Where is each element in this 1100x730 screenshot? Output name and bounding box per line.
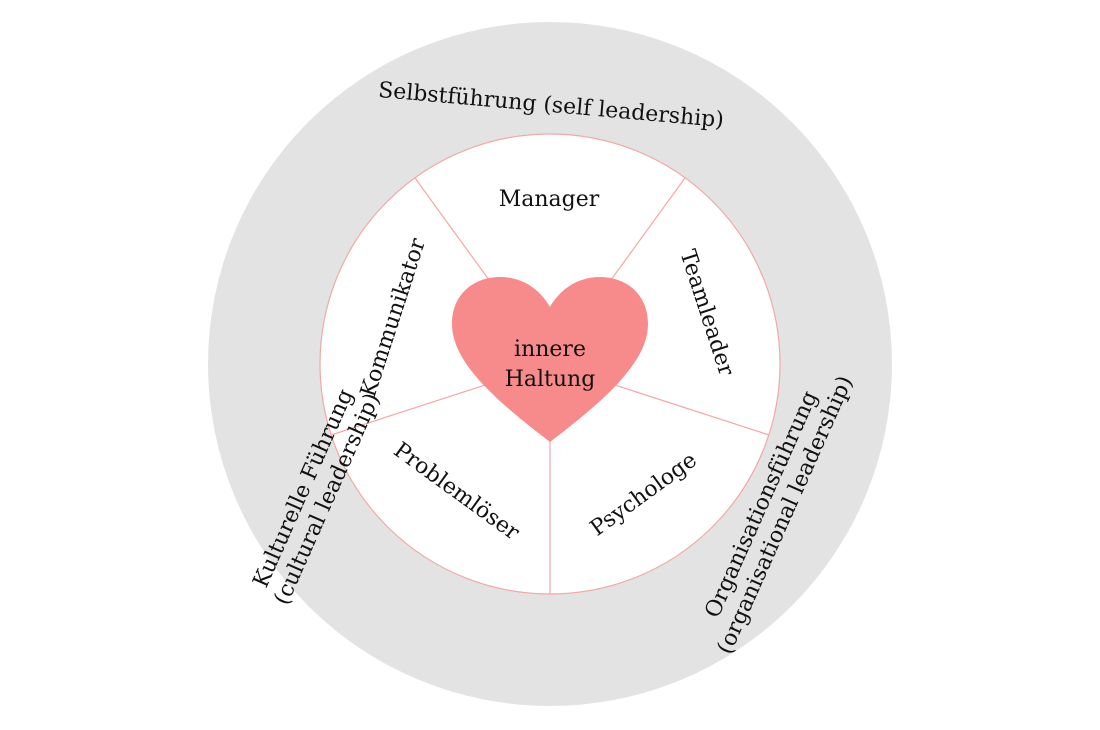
- core-label-line2: Haltung: [505, 367, 596, 392]
- core-label-line1: innere: [514, 337, 586, 362]
- role-label-manager: Manager: [499, 187, 600, 212]
- heart-shape: [452, 277, 648, 442]
